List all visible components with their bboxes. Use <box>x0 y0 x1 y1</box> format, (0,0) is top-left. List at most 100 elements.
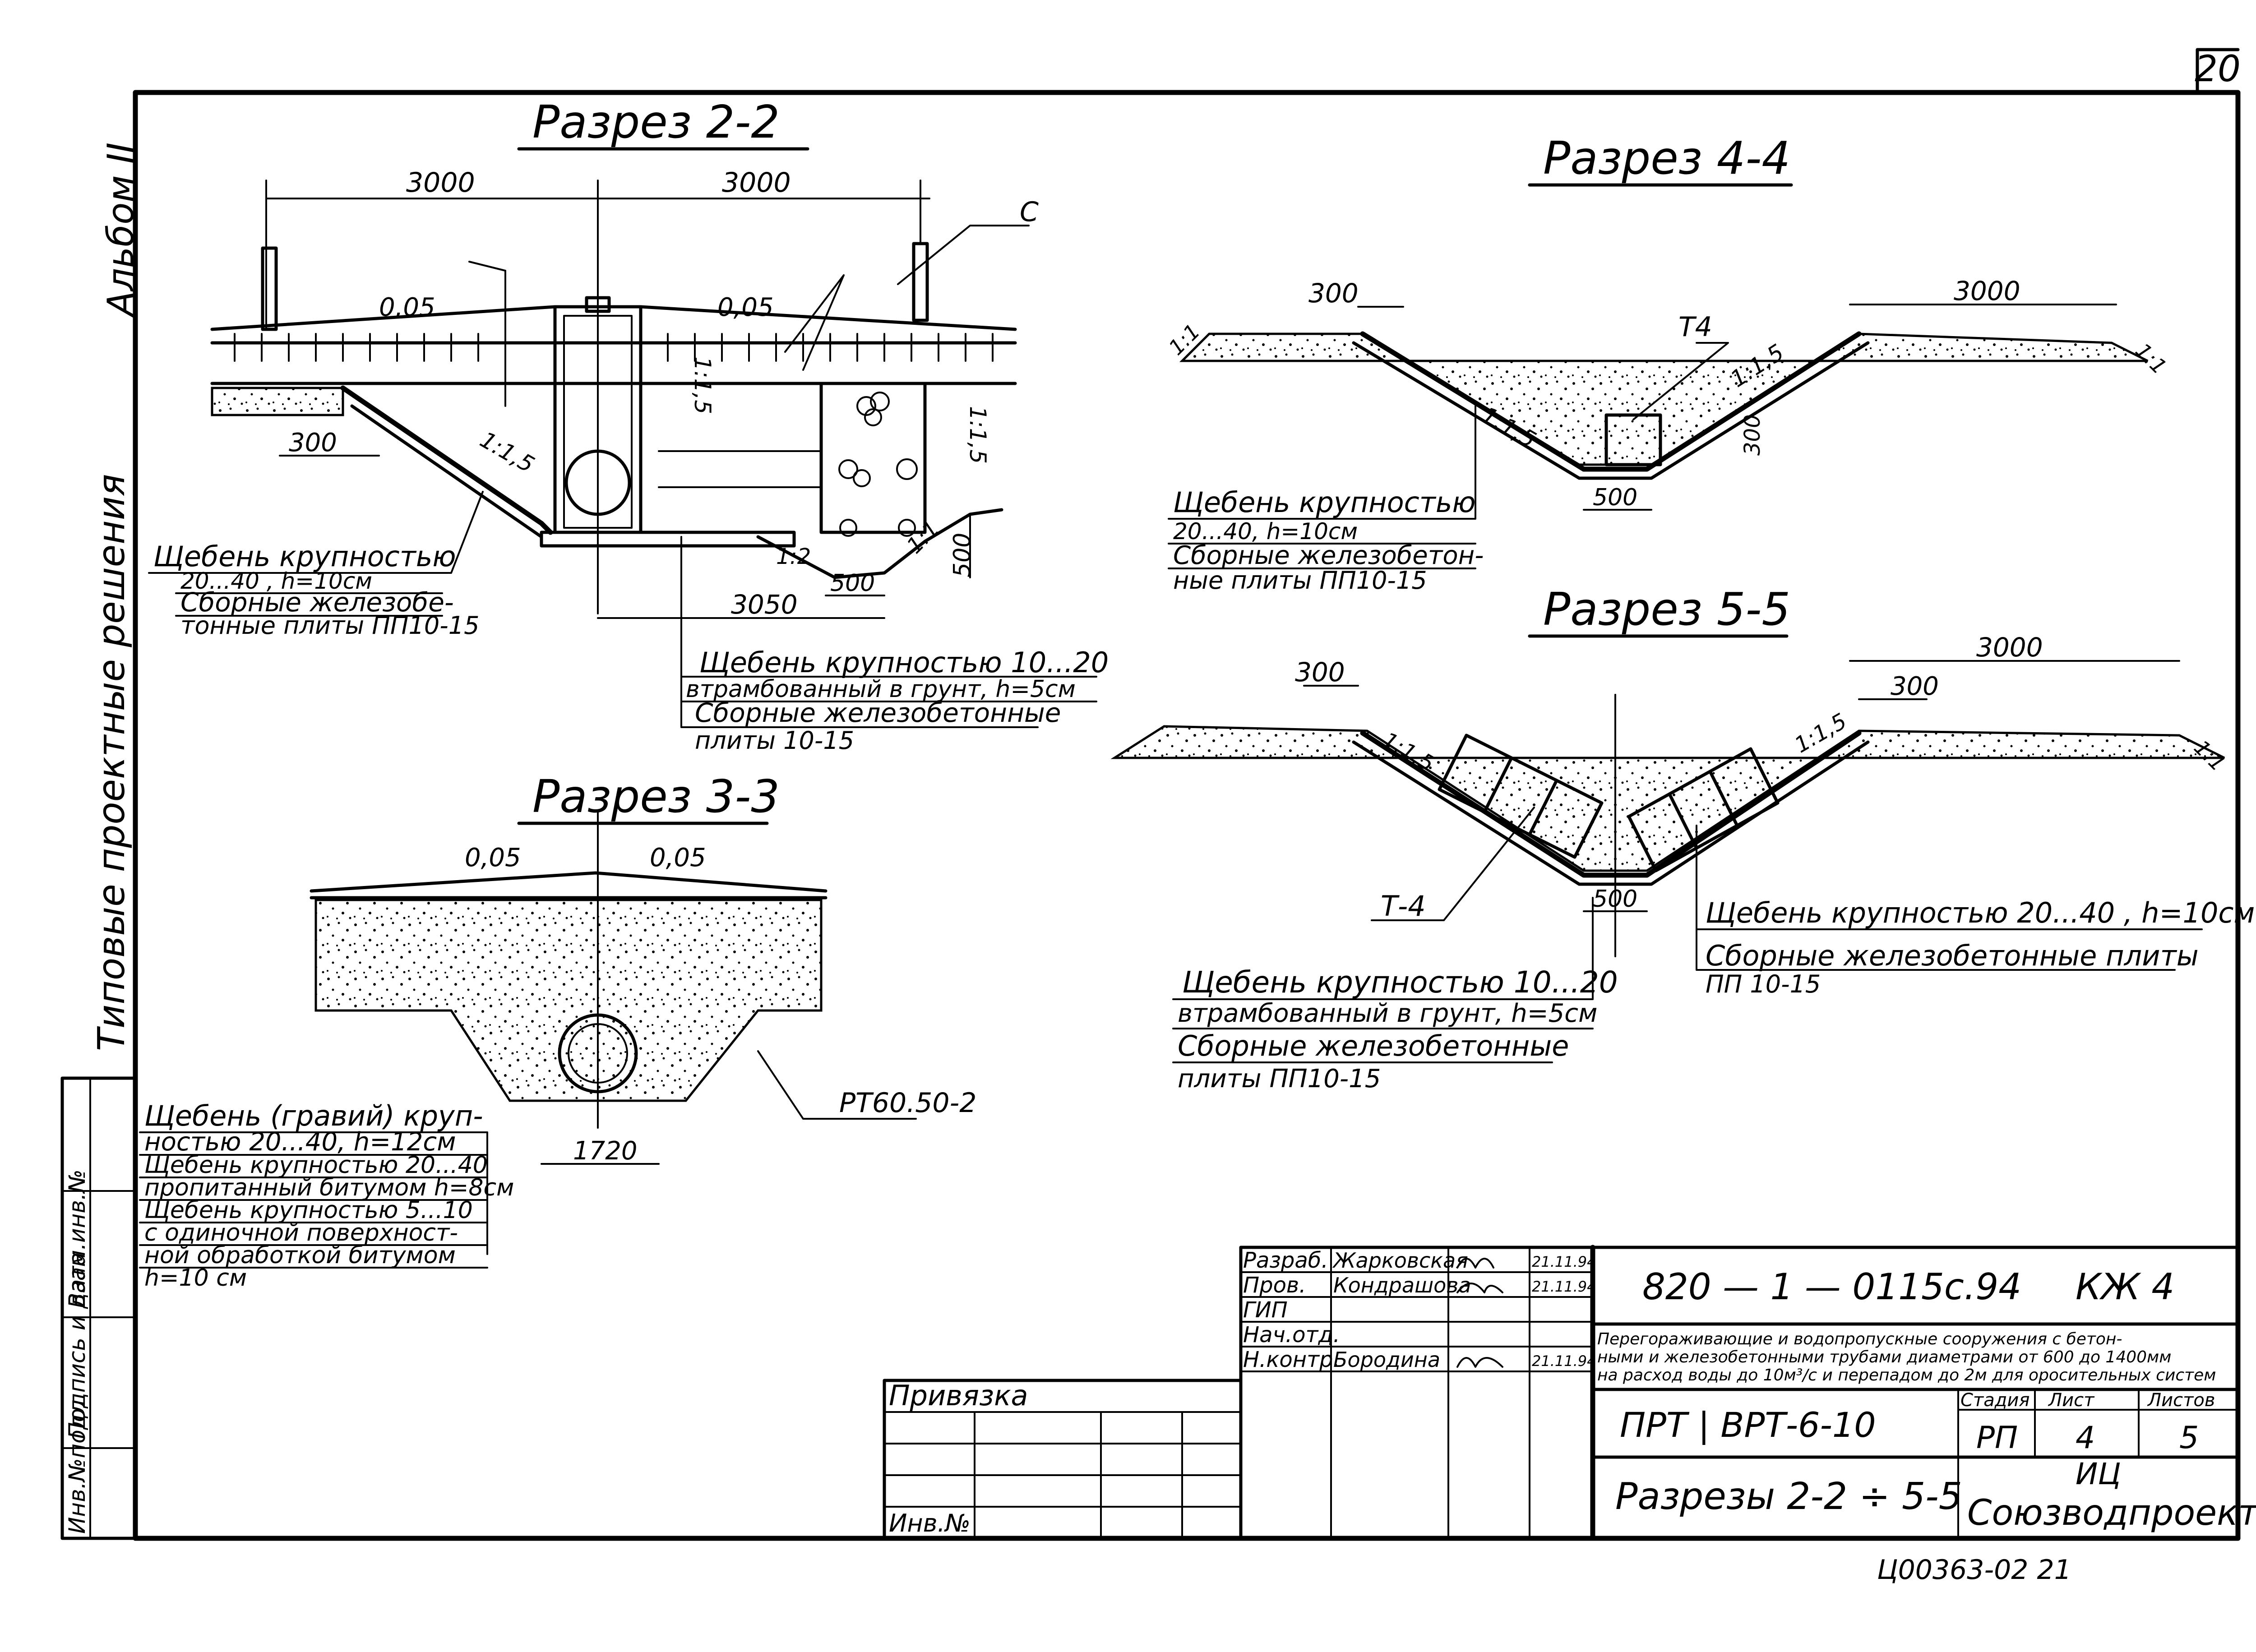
section-5-5-title: Разрез 5-5 <box>1543 583 1790 636</box>
role-dept-head: Нач.отд. <box>1243 1322 1340 1347</box>
dim-3000-left: 3000 <box>406 167 475 198</box>
label-t4: Т4 <box>1678 311 1712 343</box>
slope-0-05-right: 0,05 <box>717 293 774 322</box>
section-2-2: Разрез 2-2 3000 3000 0,05 0,05 <box>148 96 1109 755</box>
date-norm-control: 21.11.94 <box>1532 1352 1596 1370</box>
note-2-2-left-line-3: Сборные железобе- <box>180 587 454 618</box>
object-name: ПРТ | ВРТ-6-10 <box>1620 1405 1876 1445</box>
note-3-3-line-6: с одиночной поверхност- <box>144 1219 458 1246</box>
note-4-4-line-4: ные плиты ПП10-15 <box>1173 566 1427 595</box>
dim-5-5-300-a: 300 <box>1295 657 1345 688</box>
slope-5-5-c: 1:1 <box>2189 735 2230 776</box>
dim-3050: 3050 <box>731 589 798 620</box>
role-norm-control: Н.контр. <box>1243 1347 1340 1372</box>
dim-500-b: 500 <box>949 533 976 577</box>
slope-1-1-5-b: 1:1,5 <box>689 356 716 414</box>
note-5-5-bottom-line-1: Щебень крупностью 10...20 <box>1182 965 1618 1000</box>
col-sheets-label: Листов <box>2147 1390 2215 1411</box>
note-5-5-right-line-1: Щебень крупностью 20...40 , h=10см <box>1706 896 2255 929</box>
sheet-number: 20 <box>2195 48 2241 90</box>
title-block: Привязка Инв.№ Разраб. Пров. ГИП Нач.отд… <box>883 1245 2256 1586</box>
note-3-3-line-2: ностью 20...40, h=12см <box>144 1127 456 1157</box>
role-checker: Пров. <box>1243 1273 1306 1298</box>
section-2-2-title: Разрез 2-2 <box>532 96 780 148</box>
binding-label: Привязка <box>889 1379 1028 1412</box>
document-mark: КЖ 4 <box>2076 1266 2174 1308</box>
description-line-1: Перегораживающие и водопропускные сооруж… <box>1597 1330 2122 1348</box>
slope-1-2: 1:2 <box>776 544 811 569</box>
label-c: С <box>1020 196 1039 228</box>
note-2-2-bottom-line-1: Щебень крупностью 10...20 <box>699 646 1109 679</box>
stamp-inv-original: Инв.№подл <box>64 1400 90 1534</box>
dim-300: 300 <box>289 428 337 457</box>
note-5-5-bottom-line-2: втрамбованный в грунт, h=5см <box>1178 999 1597 1028</box>
dim-5-5-3000: 3000 <box>1976 632 2043 663</box>
org-line-1: ИЦ <box>2076 1457 2121 1491</box>
note-5-5-bottom-line-4: плиты ПП10-15 <box>1178 1064 1381 1094</box>
left-margin: Альбом II Типовые проектные решения Инв.… <box>60 143 142 1540</box>
section-4-4: Разрез 4-4 300 3000 Т4 1:1,5 1:1,5 1:1 1… <box>1164 132 2172 595</box>
note-2-2-bottom-line-2: втрамбованный в грунт, h=5см <box>686 676 1076 703</box>
note-5-5-right-line-2: Сборные железобетонные плиты <box>1706 939 2199 972</box>
dim-5-5-300-b: 300 <box>1891 672 1939 701</box>
note-2-2-left-line-1: Щебень крупностью <box>153 540 456 573</box>
dim-5-5-500: 500 <box>1593 886 1637 913</box>
dim-500-a: 500 <box>830 570 875 597</box>
section-5-5: Разрез 5-5 300 3000 300 1:1,5 1:1,5 1:1 … <box>1110 583 2255 1094</box>
note-3-3-line-4: пропитанный битумом h=8см <box>144 1174 514 1201</box>
stage-value: РП <box>1976 1420 2018 1456</box>
stone-marks <box>838 392 918 537</box>
org-line-2: Союзводпроект <box>1967 1493 2256 1533</box>
date-checker: 21.11.94 <box>1532 1278 1596 1295</box>
note-3-3-line-3: Щебень крупностью 20...40 <box>144 1152 488 1179</box>
note-4-4-line-3: Сборные железобетон- <box>1173 541 1484 570</box>
slope-1-1-5-a: 1:1,5 <box>476 426 539 478</box>
dim-4-4-3000: 3000 <box>1954 276 2020 306</box>
note-4-4-line-1: Щебень крупностью <box>1173 486 1476 519</box>
name-norm-control: Бородина <box>1333 1347 1440 1372</box>
note-4-4-line-2: 20...40, h=10см <box>1173 518 1358 545</box>
role-chief-engineer: ГИП <box>1243 1297 1288 1323</box>
name-developer: Жарковская <box>1332 1248 1468 1273</box>
note-3-3-line-1: Щебень (гравий) круп- <box>144 1099 483 1132</box>
slope-1-1-5-c: 1:1,5 <box>965 406 991 464</box>
dim-4-4-500: 500 <box>1593 484 1637 511</box>
description-line-3: на расход воды до 10м³/с и перепадом до … <box>1597 1366 2216 1384</box>
date-developer: 21.11.94 <box>1532 1253 1596 1270</box>
section-3-3: Разрез 3-3 0,05 0,05 РТ60.50-2 1720 Щебе… <box>139 770 976 1292</box>
note-5-5-bottom-line-3: Сборные железобетонные <box>1178 1029 1569 1062</box>
sheets-value: 5 <box>2179 1420 2199 1456</box>
section-4-4-title: Разрез 4-4 <box>1543 132 1790 185</box>
sheet-value: 4 <box>2076 1420 2095 1456</box>
archive-number: Ц00363-02 21 <box>1877 1554 2071 1586</box>
dim-4-4-300: 300 <box>1308 278 1359 309</box>
dim-1720: 1720 <box>573 1136 638 1166</box>
slope-3-3-right: 0,05 <box>650 843 706 872</box>
document-code: 820 — 1 — 0115с.94 <box>1642 1266 2021 1308</box>
note-2-2-left-line-2: 20...40 , h=10см <box>180 568 372 594</box>
signature-marks <box>1456 1258 1503 1368</box>
sheet-frame: 20 <box>133 48 2241 1541</box>
note-2-2-bottom-line-4: плиты 10-15 <box>695 726 854 755</box>
note-2-2-bottom-line-3: Сборные железобетонные <box>695 697 1061 728</box>
note-2-2-left-line-4: тонные плиты ПП10-15 <box>180 611 479 640</box>
series-label: Типовые проектные решения <box>90 474 133 1051</box>
dim-4-4-300v: 300 <box>1740 414 1765 456</box>
label-t-4: Т-4 <box>1381 890 1426 923</box>
role-developer: Разраб. <box>1243 1248 1328 1273</box>
description-line-2: ными и железобетонными трубами диаметрам… <box>1597 1348 2171 1366</box>
slope-5-5-a: 1:1,5 <box>1378 727 1439 777</box>
note-3-3-line-7: ной обработкой битумом <box>144 1242 456 1269</box>
sheet-title: Разрезы 2-2 ÷ 5-5 <box>1615 1475 1962 1518</box>
slope-4-4-d: 1:1 <box>2131 338 2172 379</box>
note-5-5-right-line-3: ПП 10-15 <box>1706 970 1821 998</box>
album-label: Альбом II <box>100 143 142 318</box>
stamp-signature-date: Подпись и дата <box>64 1252 90 1439</box>
slope-0-05-left: 0,05 <box>379 293 435 322</box>
col-sheet-label: Лист <box>2048 1390 2095 1411</box>
inv-no-label: Инв.№ <box>889 1509 971 1537</box>
col-stage-label: Стадия <box>1960 1390 2029 1411</box>
note-3-3-line-5: Щебень крупностью 5...10 <box>144 1197 473 1224</box>
section-3-3-title: Разрез 3-3 <box>532 770 780 823</box>
